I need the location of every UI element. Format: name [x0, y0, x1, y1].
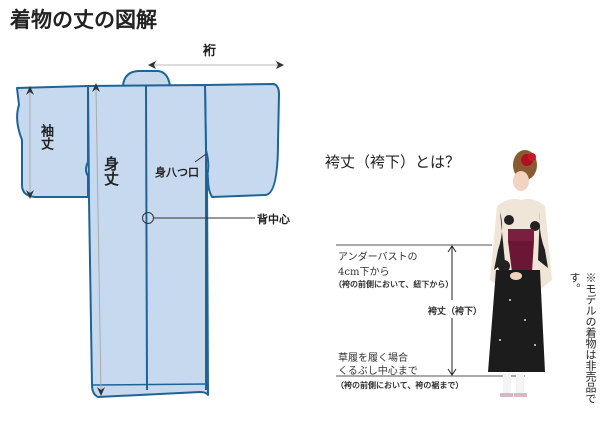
top-note-line3: （袴の前側において、紐下から）	[334, 279, 454, 289]
yuki-label: 裄	[203, 44, 217, 59]
hakama-measure	[336, 244, 525, 377]
sode-take-label: 袖丈	[38, 124, 53, 150]
bottom-note-line3: （袴の前側において、袴の裾まで）	[336, 380, 464, 390]
mi-take-label: 身丈	[102, 156, 120, 186]
yuki-arrow	[148, 61, 284, 69]
se-chushin-label: 背中心	[257, 213, 290, 226]
model-note: ※モデルの着物は非売品です。	[568, 272, 597, 404]
hakama-measure-label: 袴丈（袴下）	[428, 304, 483, 317]
kimono-shape	[16, 70, 280, 398]
bottom-note-line2: くるぶし中心まで	[338, 366, 418, 377]
hakama-heading: 袴丈（袴下）とは？	[325, 153, 461, 171]
top-note-line2: 4cm下から	[338, 267, 390, 278]
page-title: 着物の丈の図解	[10, 7, 157, 32]
mi-yatsukuchi-label: 身八つ口	[155, 166, 199, 179]
sode-take-arrow	[26, 86, 34, 199]
bottom-note-line1: 草履を履く場合	[338, 353, 408, 364]
mi-take-arrow	[92, 83, 105, 396]
top-note-line1: アンダーバストの	[338, 252, 418, 263]
model-figure	[488, 150, 552, 397]
